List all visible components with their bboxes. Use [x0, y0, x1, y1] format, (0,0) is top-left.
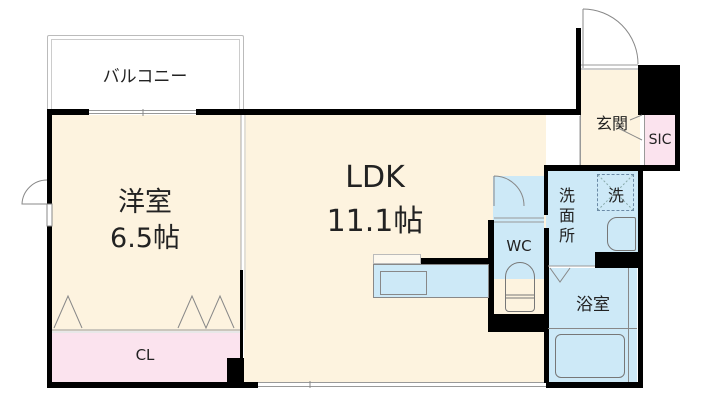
bathroom-right-line — [628, 268, 629, 382]
kitchen-sink — [380, 271, 427, 295]
western-room-size: 6.5帖 — [110, 223, 180, 254]
shoe-closet-label: SIC — [648, 132, 672, 148]
bottom-wall — [546, 382, 641, 388]
closet-label: CL — [135, 346, 155, 364]
toilet-right-wall — [544, 228, 549, 383]
left-wall — [47, 226, 52, 388]
sic-right-wall — [675, 115, 680, 170]
bathtub-inner — [555, 334, 625, 378]
kitchen-back-wall — [420, 258, 490, 264]
ldk-size: 11.1帖 — [326, 204, 424, 239]
ldk-bottom-window — [258, 382, 546, 387]
western-room-floor — [52, 115, 241, 331]
ldk-label: LDK — [345, 160, 405, 195]
top-wall — [196, 109, 580, 115]
wash-basin — [607, 217, 636, 251]
closet-floor — [52, 331, 241, 383]
toilet-fixture — [505, 262, 535, 312]
closet-corner-block — [227, 358, 244, 384]
washroom-left-wall — [544, 165, 548, 215]
bathroom-floor — [548, 268, 637, 382]
right-wall — [638, 165, 680, 171]
toilet-bottom-wall — [488, 314, 548, 332]
right-wall — [638, 165, 643, 388]
bottom-wall — [47, 382, 258, 388]
closet-divider-wall — [240, 270, 243, 388]
bathroom-label: 浴室 — [576, 295, 610, 315]
entrance-left-wall — [576, 28, 581, 115]
washroom-label: 洗面所 — [558, 186, 575, 245]
balcony-label: バルコニー — [102, 67, 188, 87]
washer-space-label: 洗 — [607, 186, 624, 205]
entrance-label: 玄関 — [595, 114, 628, 133]
toilet-floor — [493, 176, 544, 279]
washroom-corner-block — [595, 252, 640, 268]
bathtub — [548, 328, 637, 382]
top-wall — [47, 109, 89, 115]
toilet-label: WC — [506, 237, 532, 255]
shoe-closet-floor — [644, 115, 675, 165]
washer-space — [597, 174, 634, 211]
kitchen-backsplash — [373, 254, 421, 264]
balcony-area — [47, 35, 244, 112]
toilet-left-wall — [488, 220, 494, 332]
western-room-label: 洋室 — [118, 187, 172, 218]
balcony-inner-outline — [51, 39, 240, 112]
left-wall — [47, 109, 52, 204]
entrance-right-block — [638, 65, 680, 115]
washroom-top-wall — [544, 165, 644, 171]
